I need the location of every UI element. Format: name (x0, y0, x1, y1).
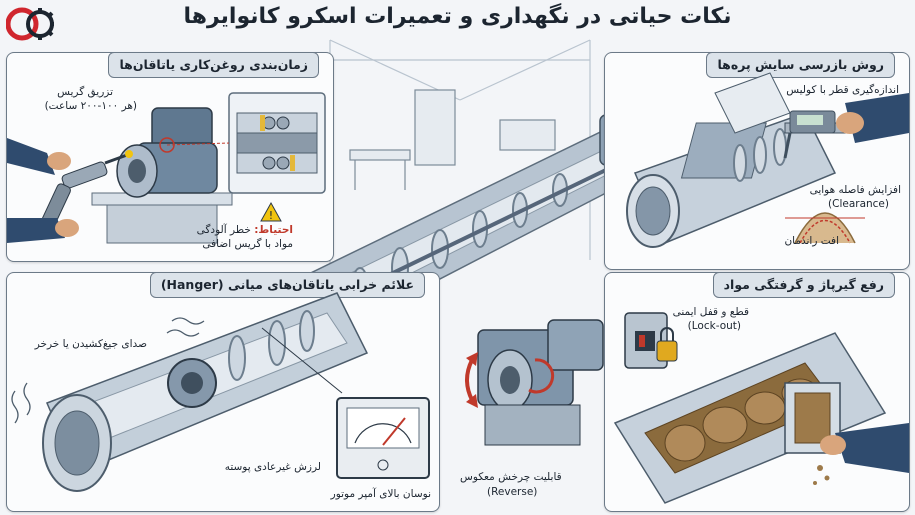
grease-label: تزریق گریس (57, 86, 113, 98)
vibration-label: لرزش غیرعادی پوسته (224, 461, 321, 473)
amp-label: نوسان بالای آمپر موتور (330, 488, 431, 500)
panel-jam-title: رفع گیرپاژ و گرفتگی مواد (712, 272, 895, 298)
clearance-en: (Clearance) (828, 198, 889, 210)
reverse-label-en: (Reverse) (487, 486, 538, 498)
brand-logo (6, 7, 54, 41)
caution-text-2: مواد با گریس اضافی (202, 238, 293, 250)
panel-wear-inspection: روش بازرسی سایش پره‌ها اندازه‌گیری قطر ب… (604, 52, 910, 270)
efficiency-label: افت راندمان (784, 235, 839, 247)
caution-text: احتیاط: خطر آلودگی (197, 223, 293, 237)
caution-body: خطر آلودگی (196, 224, 251, 236)
panel-lubrication: زمان‌بندی روغن‌کاری یاتاقان‌ها ! (6, 52, 334, 262)
hanger-illustration (11, 292, 430, 492)
panel-jam: رفع گیرپاژ و گرفتگی مواد قطع و قفل ایمنی… (604, 272, 910, 512)
caution-prefix: احتیاط: (254, 224, 293, 236)
panel-lubrication-title: زمان‌بندی روغن‌کاری یاتاقان‌ها (108, 52, 319, 78)
lockout-label: قطع و قفل ایمنی (672, 306, 749, 318)
clearance-label: افزایش فاصله هوایی (809, 184, 901, 196)
panel-hanger: علائم خرابی یاتاقان‌های میانی (Hanger) ص… (6, 272, 440, 512)
page-title: نکات حیاتی در نگهداری و تعمیرات اسکرو کا… (183, 4, 732, 29)
reverse-label: قابلیت چرخش معکوس (460, 471, 562, 483)
grease-interval: (هر ۱۰۰-۲۰۰ ساعت) (44, 100, 137, 112)
caliper-label: اندازه‌گیری قطر با کولیس (786, 84, 899, 96)
panel-hanger-title: علائم خرابی یاتاقان‌های میانی (Hanger) (149, 272, 425, 298)
panel-wear-title: روش بازرسی سایش پره‌ها (706, 52, 895, 78)
svg-text:!: ! (269, 209, 273, 222)
noise-label: صدای جیغ‌کشیدن یا خرخر (34, 338, 147, 350)
lockout-en: (Lock-out) (687, 320, 741, 332)
wear-inspection-illustration (626, 72, 909, 248)
bearing-grease-illustration: ! (7, 92, 326, 244)
jam-illustration (613, 312, 909, 504)
